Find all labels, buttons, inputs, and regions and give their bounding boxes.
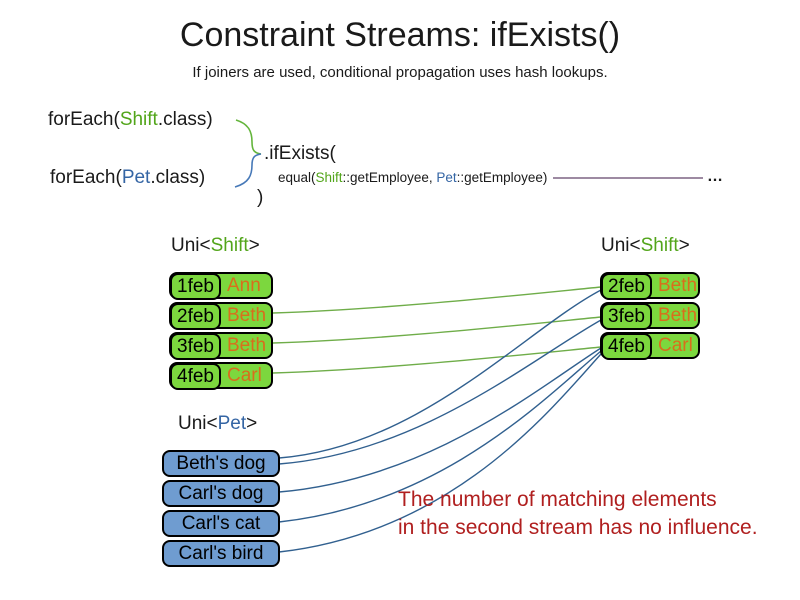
blue-connector-carlsdog-4feb bbox=[278, 347, 602, 493]
left-shift-label-type: Shift bbox=[210, 235, 249, 256]
blue-connector-bethsdog-2feb bbox=[278, 289, 602, 459]
code-ifexists: .ifExists( bbox=[264, 143, 336, 164]
left-shift-row-3feb-name: Beth bbox=[227, 335, 267, 356]
right-shift-row-3feb: 3feb Beth bbox=[600, 302, 700, 330]
pet-label-type: Pet bbox=[217, 413, 247, 434]
code-equal-mid: ::getEmployee, bbox=[342, 170, 437, 185]
left-shift-label-prefix: Uni< bbox=[171, 235, 211, 256]
code-ellipsis: … bbox=[707, 168, 725, 185]
left-shift-row-1feb-name: Ann bbox=[227, 275, 261, 296]
right-shift-table-label: Uni<Shift> bbox=[601, 235, 690, 257]
code-foreach-shift: forEach(Shift.class) bbox=[48, 109, 213, 131]
influence-note-line2: in the second stream has no influence. bbox=[398, 516, 758, 539]
left-shift-row-3feb: 3feb Beth bbox=[169, 332, 273, 360]
pet-row-carls-bird: Carl's bird bbox=[162, 540, 280, 567]
pet-row-beths-dog: Beth's dog bbox=[162, 450, 280, 477]
right-shift-row-2feb: 2feb Beth bbox=[600, 272, 700, 300]
code-equal-suffix: ::getEmployee) bbox=[456, 170, 548, 185]
left-shift-row-2feb-date: 2feb bbox=[170, 303, 221, 330]
green-connector-4feb bbox=[272, 346, 602, 374]
pet-table-label: Uni<Pet> bbox=[178, 413, 257, 435]
influence-note: The number of matching elements in the s… bbox=[398, 486, 758, 542]
code-equal-prefix: equal( bbox=[278, 170, 316, 185]
code-pet-class: Pet bbox=[121, 167, 151, 188]
right-shift-row-4feb-date: 4feb bbox=[601, 333, 652, 360]
left-shift-table-label: Uni<Shift> bbox=[171, 235, 260, 257]
blue-connector-bethsdog-3feb bbox=[278, 319, 602, 465]
code-foreach-pet-prefix: forEach( bbox=[50, 167, 122, 188]
left-shift-label-suffix: > bbox=[248, 235, 260, 256]
code-foreach-pet: forEach(Pet.class) bbox=[50, 167, 205, 189]
page-subtitle: If joiners are used, conditional propaga… bbox=[192, 64, 608, 81]
left-shift-row-4feb-name: Carl bbox=[227, 365, 262, 386]
right-shift-row-4feb-name: Carl bbox=[658, 335, 693, 356]
page-title: Constraint Streams: ifExists() bbox=[179, 16, 621, 54]
right-shift-label-prefix: Uni< bbox=[601, 235, 641, 256]
code-shift-class: Shift bbox=[119, 109, 158, 130]
right-shift-label-type: Shift bbox=[640, 235, 679, 256]
right-shift-row-4feb: 4feb Carl bbox=[600, 332, 700, 360]
brace-blue-half bbox=[234, 153, 262, 188]
green-connector-2feb bbox=[272, 286, 602, 314]
green-connector-3feb bbox=[272, 316, 602, 344]
pet-label-suffix: > bbox=[246, 413, 258, 434]
brace-green-half bbox=[235, 119, 262, 155]
right-shift-row-3feb-name: Beth bbox=[658, 305, 698, 326]
left-shift-row-3feb-date: 3feb bbox=[170, 333, 221, 360]
right-shift-row-2feb-name: Beth bbox=[658, 275, 698, 296]
influence-note-line1: The number of matching elements bbox=[398, 488, 717, 511]
code-equal-pet: Pet bbox=[436, 170, 457, 185]
pet-row-carls-dog: Carl's dog bbox=[162, 480, 280, 507]
code-equal-shift: Shift bbox=[315, 170, 343, 185]
code-foreach-shift-suffix: .class) bbox=[157, 109, 213, 130]
left-shift-row-1feb: 1feb Ann bbox=[169, 272, 273, 300]
code-close-paren: ) bbox=[257, 187, 264, 208]
code-equal-joiner: equal(Shift::getEmployee, Pet::getEmploy… bbox=[278, 170, 547, 185]
left-shift-row-4feb-date: 4feb bbox=[170, 363, 221, 390]
left-shift-row-1feb-date: 1feb bbox=[170, 273, 221, 300]
pet-row-carls-cat: Carl's cat bbox=[162, 510, 280, 537]
right-shift-row-3feb-date: 3feb bbox=[601, 303, 652, 330]
right-shift-row-2feb-date: 2feb bbox=[601, 273, 652, 300]
left-shift-row-4feb: 4feb Carl bbox=[169, 362, 273, 390]
code-foreach-pet-suffix: .class) bbox=[150, 167, 206, 188]
left-shift-row-2feb: 2feb Beth bbox=[169, 302, 273, 330]
right-shift-label-suffix: > bbox=[678, 235, 690, 256]
code-foreach-shift-prefix: forEach( bbox=[48, 109, 120, 130]
left-shift-row-2feb-name: Beth bbox=[227, 305, 267, 326]
pet-label-prefix: Uni< bbox=[178, 413, 218, 434]
